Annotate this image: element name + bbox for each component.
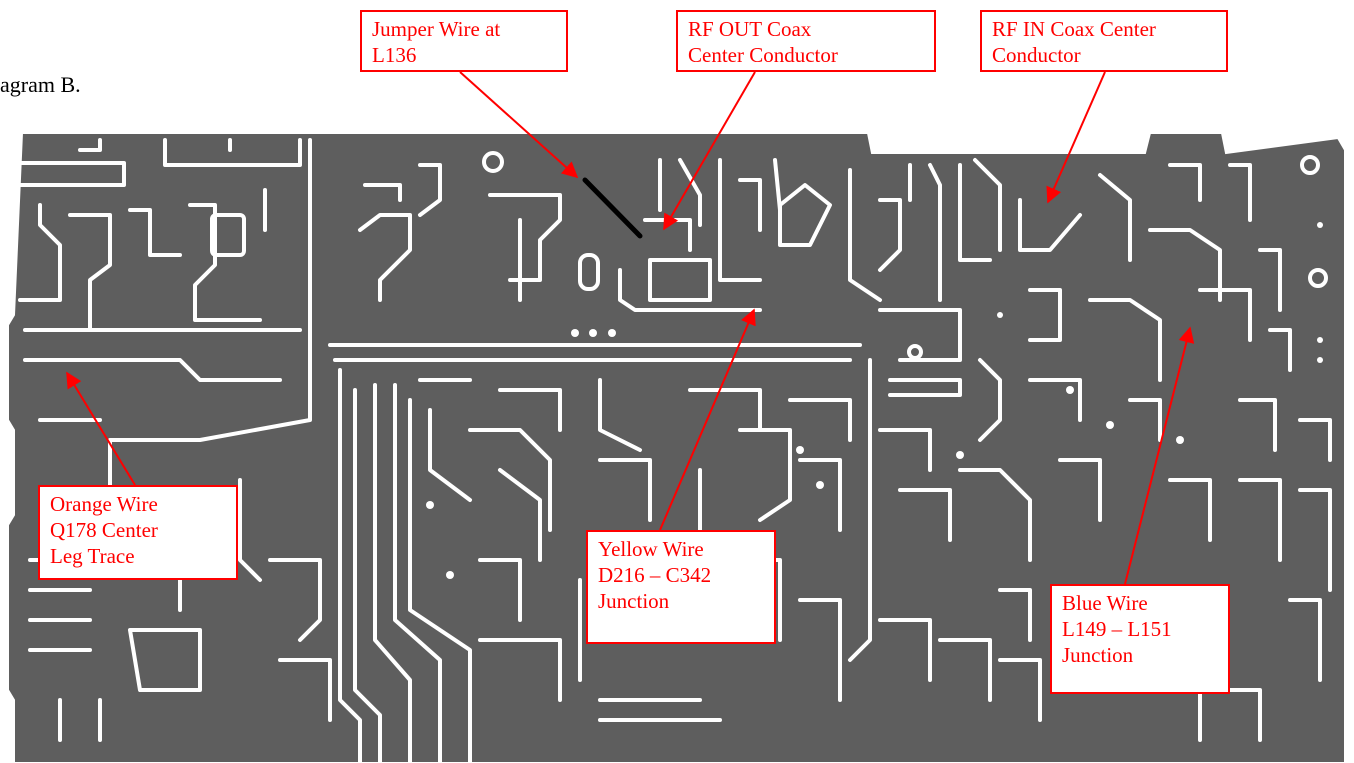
- callout-blue-wire: Blue Wire L149 – L151 Junction: [1050, 584, 1230, 694]
- callout-blue-line-3: Junction: [1062, 643, 1134, 667]
- callout-orange-line-2: Q178 Center: [50, 518, 158, 542]
- callout-yellow-line-1: Yellow Wire: [598, 537, 704, 561]
- callout-orange-wire: Orange Wire Q178 Center Leg Trace: [38, 485, 238, 580]
- callout-rf-out-line-1: RF OUT Coax: [688, 17, 812, 41]
- callout-yellow-line-2: D216 – C342: [598, 563, 712, 587]
- callout-orange-line-1: Orange Wire: [50, 492, 158, 516]
- callout-blue-line-2: L149 – L151: [1062, 617, 1172, 641]
- document-text: agram B.: [0, 72, 81, 97]
- callout-rf-in-line-1: RF IN Coax Center: [992, 17, 1156, 41]
- callout-jumper-wire: Jumper Wire at L136: [360, 10, 568, 72]
- callout-rf-in-line-2: Conductor: [992, 43, 1081, 67]
- callout-jumper-line-2: L136: [372, 43, 417, 67]
- callout-rf-out-line-2: Center Conductor: [688, 43, 838, 67]
- callout-blue-line-1: Blue Wire: [1062, 591, 1148, 615]
- callout-jumper-line-1: Jumper Wire at: [372, 17, 501, 41]
- callout-rf-out: RF OUT Coax Center Conductor: [676, 10, 936, 72]
- callout-yellow-wire: Yellow Wire D216 – C342 Junction: [586, 530, 776, 644]
- callout-yellow-line-3: Junction: [598, 589, 670, 613]
- callout-rf-in: RF IN Coax Center Conductor: [980, 10, 1228, 72]
- callout-orange-line-3: Leg Trace: [50, 544, 135, 568]
